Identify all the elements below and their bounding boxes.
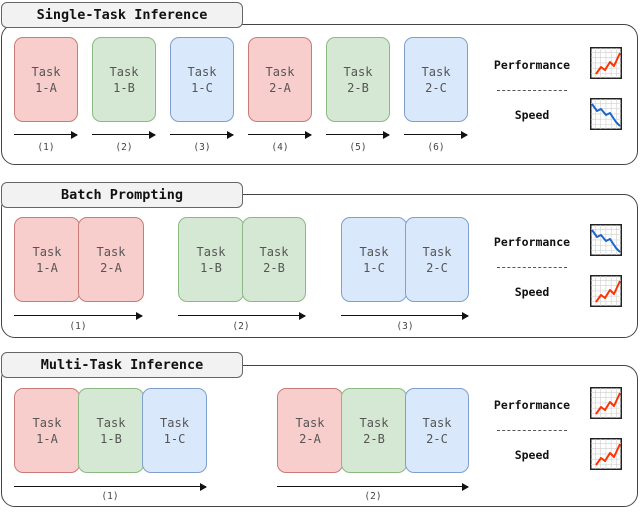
performance-label: Performance (493, 398, 571, 412)
step-label: (6) (427, 142, 445, 153)
step-label: (1) (37, 142, 55, 153)
trend-line (595, 52, 621, 75)
step-label: (2) (115, 142, 133, 153)
time-arrow (326, 130, 390, 139)
speed-label: Speed (514, 108, 550, 122)
step-label: (5) (349, 142, 367, 153)
trend-down-chart-icon (590, 224, 622, 256)
trend-up-chart-icon (590, 387, 622, 419)
time-arrow (178, 311, 306, 320)
metric-divider (497, 430, 567, 431)
panel-title: Single-Task Inference (1, 2, 243, 28)
time-arrow (14, 311, 143, 320)
performance-label: Performance (493, 235, 571, 249)
step-label: (1) (101, 491, 119, 502)
trend-down-chart-icon (590, 98, 622, 130)
time-arrow (14, 482, 207, 491)
step-label: (3) (396, 321, 414, 332)
trend-up-chart-icon (590, 47, 622, 79)
time-arrow (170, 130, 234, 139)
time-arrow (404, 130, 468, 139)
performance-label: Performance (493, 58, 571, 72)
metric-divider (497, 267, 567, 268)
trend-line (595, 392, 621, 415)
trend-line (591, 229, 621, 253)
time-arrow (92, 130, 156, 139)
step-label: (4) (271, 142, 289, 153)
time-arrow (341, 311, 469, 320)
step-label: (3) (193, 142, 211, 153)
trend-line (591, 103, 621, 127)
trend-up-chart-icon (590, 275, 622, 307)
step-label: (2) (364, 491, 382, 502)
step-label: (1) (69, 321, 87, 332)
step-label: (2) (232, 321, 250, 332)
trend-line (595, 280, 621, 303)
time-arrow (277, 482, 469, 491)
metric-divider (497, 90, 567, 91)
speed-label: Speed (514, 448, 550, 462)
panel-title: Batch Prompting (1, 182, 243, 208)
time-arrow (248, 130, 312, 139)
trend-up-chart-icon (590, 438, 622, 470)
panel-title: Multi-Task Inference (1, 352, 243, 378)
time-arrow (14, 130, 78, 139)
speed-label: Speed (514, 285, 550, 299)
trend-line (595, 443, 621, 466)
